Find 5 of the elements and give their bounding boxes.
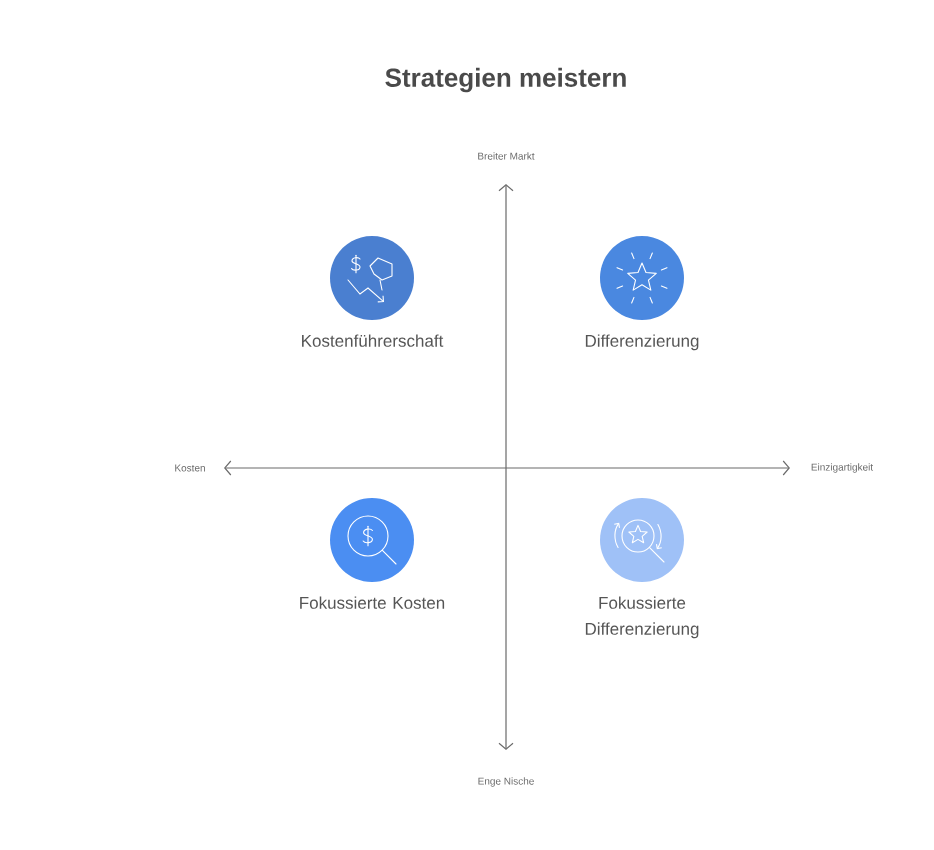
quadrant-label: Differenzierung (585, 334, 699, 351)
quadrant-label: Kostenführerschaft (302, 334, 444, 347)
quadrant-label: Fokussierte Differenzierung (585, 596, 699, 639)
quadrant-label: Fokussierte Kosten (300, 596, 445, 609)
title: Strategien meistern (385, 67, 626, 93)
